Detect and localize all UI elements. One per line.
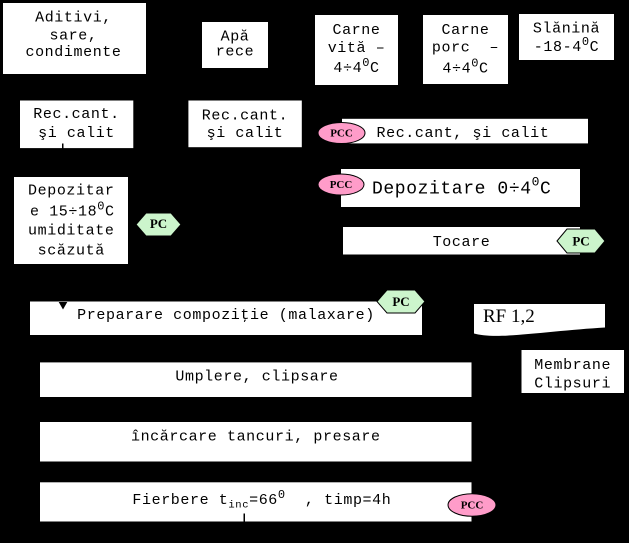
svg-text:Slănină: Slănină (533, 21, 600, 38)
svg-text:şi calit: şi calit (207, 125, 284, 142)
svg-text:PC: PC (572, 234, 589, 249)
svg-text:RF 1,2: RF 1,2 (483, 306, 535, 327)
svg-text:PCC: PCC (330, 128, 353, 140)
svg-text:Rec.cant.: Rec.cant. (33, 106, 119, 123)
svg-text:scăzută: scăzută (38, 243, 105, 260)
svg-text:PCC: PCC (330, 179, 353, 191)
svg-text:PC: PC (150, 216, 167, 231)
svg-text:rece: rece (216, 44, 254, 61)
svg-text:Depozitare 0÷40C: Depozitare 0÷40C (372, 175, 551, 200)
svg-text:vită –: vită – (328, 40, 386, 57)
svg-text:Carne: Carne (332, 22, 380, 39)
svg-text:Clipsuri: Clipsuri (534, 375, 611, 392)
svg-text:umiditate: umiditate (28, 223, 114, 240)
svg-text:porc –: porc – (432, 40, 499, 57)
svg-text:Apă: Apă (221, 29, 250, 46)
svg-text:e 15÷180C: e 15÷180C (30, 200, 115, 221)
svg-text:Tocare: Tocare (433, 234, 491, 251)
svg-text:condimente: condimente (25, 44, 121, 61)
svg-text:Membrane: Membrane (534, 357, 611, 374)
svg-text:4÷40C: 4÷40C (333, 56, 379, 77)
svg-text:încărcare tancuri, presare: încărcare tancuri, presare (131, 429, 381, 446)
svg-text:Umplere, clipsare: Umplere, clipsare (175, 369, 338, 386)
svg-text:şi calit: şi calit (38, 125, 115, 142)
svg-text:PCC: PCC (461, 500, 484, 512)
svg-text:Rec.cant.: Rec.cant. (202, 108, 288, 125)
svg-text:Carne: Carne (441, 22, 489, 39)
svg-text:4÷40C: 4÷40C (442, 57, 488, 78)
svg-text:Preparare compoziţie (malaxare: Preparare compoziţie (malaxare) (77, 307, 375, 324)
svg-text:Rec.cant, şi calit: Rec.cant, şi calit (377, 125, 550, 142)
svg-text:Depozitar: Depozitar (28, 182, 114, 199)
svg-text:-18-40C: -18-40C (534, 35, 599, 56)
svg-text:PC: PC (392, 294, 409, 309)
svg-text:sare,: sare, (49, 27, 97, 44)
svg-text:Aditivi,: Aditivi, (35, 10, 112, 27)
svg-text:Fierbere tinc=660 , timp=4h: Fierbere tinc=660 , timp=4h (132, 488, 391, 512)
